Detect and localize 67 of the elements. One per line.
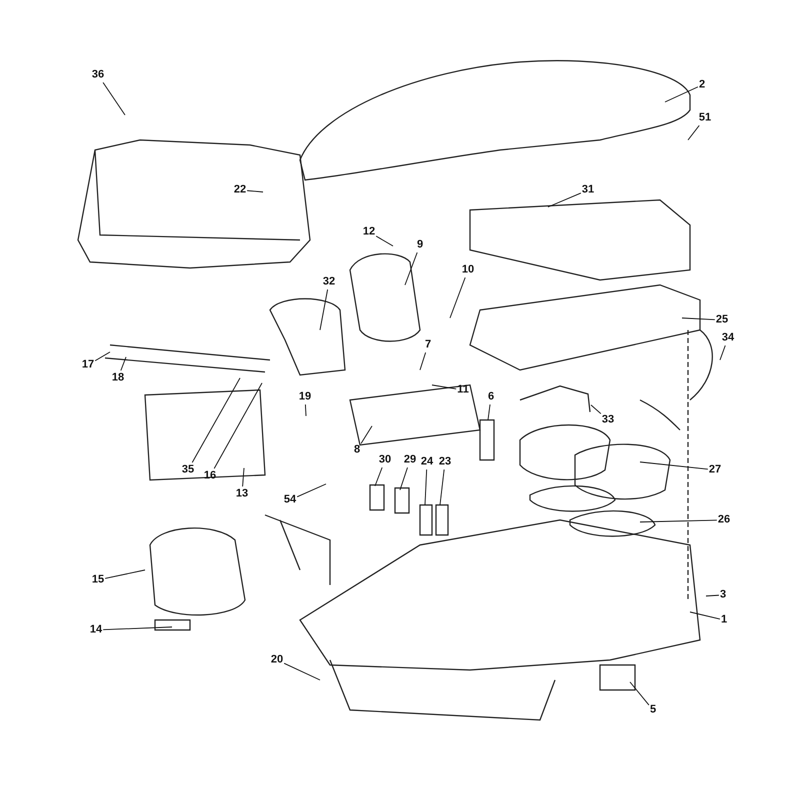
callout-number: 2 <box>698 78 706 92</box>
leader-line <box>682 318 716 320</box>
callout-number: 36 <box>92 68 104 82</box>
leader-line <box>284 662 320 680</box>
leader-line <box>296 484 326 498</box>
leader-line <box>590 404 602 414</box>
leader-line <box>374 467 383 486</box>
callout-number: 26 <box>718 514 730 526</box>
leader-line <box>706 594 720 596</box>
leader-line <box>360 426 372 444</box>
leader-line <box>640 462 708 470</box>
callout-number: 11 <box>457 384 469 396</box>
leader-line <box>192 378 240 463</box>
callout-number: 51 <box>698 112 712 124</box>
callout-number: 18 <box>112 372 124 384</box>
leader-line <box>94 352 110 362</box>
callout-number: 19 <box>298 390 312 404</box>
leader-line <box>420 352 426 370</box>
callout-number: 6 <box>488 390 494 404</box>
leader-line <box>304 404 306 416</box>
leader-line <box>376 236 394 246</box>
leader-line <box>488 404 490 420</box>
callout-number: 54 <box>284 494 296 506</box>
callout-number: 9 <box>416 238 424 252</box>
callout-number: 17 <box>82 358 94 372</box>
callout-number: 10 <box>462 264 474 276</box>
callout-number: 24 <box>420 456 434 468</box>
callout-number: 8 <box>354 444 360 456</box>
leader-line <box>450 277 466 318</box>
leader-line <box>690 612 720 620</box>
leader-line <box>102 626 172 630</box>
leader-line <box>214 382 262 469</box>
callout-number: 20 <box>270 654 284 666</box>
leader-line <box>400 467 408 490</box>
callout-number: 33 <box>602 414 614 426</box>
callout-number: 25 <box>716 314 728 326</box>
callout-number: 32 <box>322 276 336 288</box>
callout-number: 29 <box>404 454 416 466</box>
callout-number: 14 <box>90 624 102 636</box>
leader-line <box>242 468 244 487</box>
callout-number: 22 <box>234 184 246 196</box>
callout-number: 7 <box>424 338 432 352</box>
leader-line <box>432 384 457 390</box>
leader-line <box>104 570 146 579</box>
leader-line <box>120 356 126 371</box>
leader-line <box>404 252 418 286</box>
callout-number: 23 <box>438 456 452 468</box>
leader-line <box>424 469 428 506</box>
callout-number: 1 <box>720 614 728 626</box>
leader-line <box>688 125 700 140</box>
callout-number: 31 <box>582 184 594 196</box>
callout-number: 3 <box>720 588 726 602</box>
callout-number: 34 <box>722 332 734 344</box>
leader-line <box>246 190 264 192</box>
callout-number: 30 <box>378 454 392 466</box>
callout-number: 5 <box>650 704 656 716</box>
callout-number: 35 <box>182 464 194 476</box>
callout-number: 13 <box>236 488 248 500</box>
leader-line <box>640 520 718 522</box>
leader-line <box>720 345 726 360</box>
leader-line <box>548 192 582 208</box>
leader-line <box>630 682 650 706</box>
callout-number: 27 <box>708 464 722 476</box>
leader-line <box>440 469 445 506</box>
leader-line <box>102 82 126 116</box>
callout-number: 15 <box>92 574 104 586</box>
callout-number: 12 <box>362 226 376 238</box>
